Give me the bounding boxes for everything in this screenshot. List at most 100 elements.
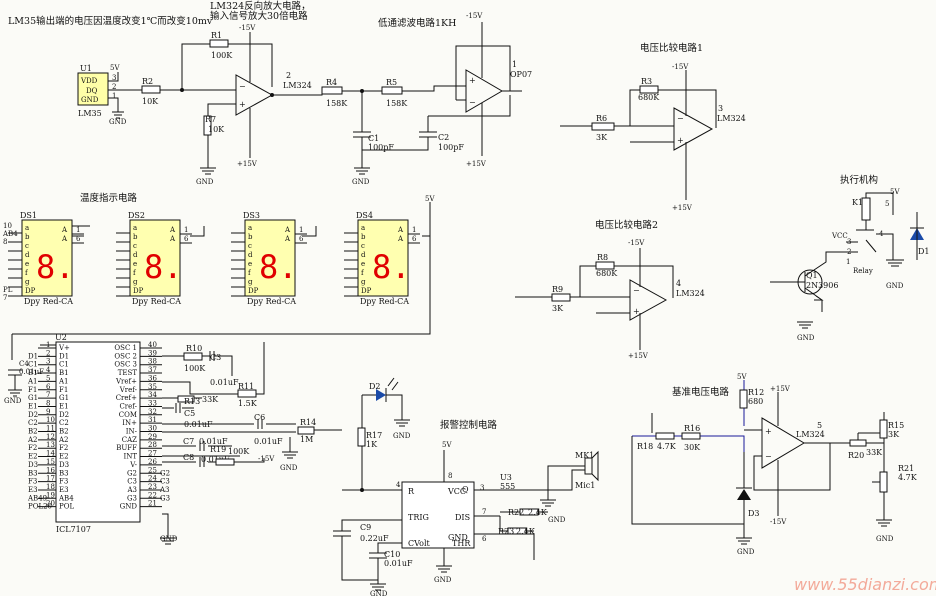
r2-resistor[interactable] — [141, 85, 161, 94]
vref-wires — [162, 342, 265, 395]
r14-resistor[interactable] — [297, 426, 315, 435]
u2-ref: U2 — [55, 333, 67, 342]
mk1-part: Mic1 — [575, 481, 595, 490]
segment-label: g — [361, 278, 366, 286]
r8-value: 680K — [596, 269, 618, 278]
title-lm35: LM35输出端的电压因温度改变1℃而改变10mv — [8, 15, 213, 27]
k1-coil[interactable] — [861, 197, 871, 221]
opamp-cmp2[interactable] — [629, 279, 668, 321]
r7-value: 10K — [208, 125, 225, 134]
r10-ref: R10 — [186, 344, 202, 353]
alarm-gnd: GND — [548, 516, 566, 524]
icl-left-number: 10 — [46, 416, 55, 424]
r15-resistor[interactable] — [879, 419, 888, 439]
opamp-ref[interactable] — [761, 417, 805, 469]
u1-wires — [108, 72, 142, 112]
r7-resistor[interactable] — [203, 115, 212, 136]
k1-pin1: 1 — [846, 258, 850, 266]
d3-gnd-symbol — [736, 537, 752, 545]
r21-gnd-symbol — [876, 519, 892, 527]
segment-label: a — [133, 224, 137, 232]
icl-gnd2: GND — [160, 535, 178, 543]
op07-plus: + — [469, 76, 476, 85]
k1-pin4: 4 — [879, 230, 884, 238]
icl-right-pin: G3 — [127, 494, 137, 502]
r18-resistor[interactable] — [655, 432, 675, 440]
r9-resistor[interactable] — [551, 293, 571, 302]
u3-ref: U3 — [500, 473, 512, 482]
digit-body — [21, 219, 73, 297]
icl-left-net: E2 — [28, 453, 38, 461]
opamp-op07[interactable] — [465, 69, 503, 113]
c6-ref: C6 — [254, 413, 265, 422]
r7-gnd: GND — [196, 178, 214, 186]
r4-resistor[interactable] — [321, 86, 343, 95]
c3-ref: C3 — [210, 353, 221, 362]
c4-capacitor[interactable] — [8, 369, 22, 390]
r17-resistor[interactable] — [357, 427, 366, 447]
cmp1-minus: − — [677, 114, 684, 123]
r17-wires — [342, 395, 402, 491]
r8-resistor[interactable] — [595, 261, 615, 270]
c4-ref: C4 — [19, 360, 29, 368]
c6-value: 0.01uF — [254, 437, 283, 446]
d2-led[interactable] — [376, 389, 386, 401]
icl7107-body[interactable] — [55, 341, 141, 523]
r21-resistor[interactable] — [879, 471, 888, 493]
icl-right-number: 25 — [148, 466, 157, 474]
r10-value: 100K — [184, 364, 206, 373]
icl-left-pin: G1 — [59, 394, 69, 402]
mk1-ref: MK1 — [575, 451, 594, 460]
u1-gnd-symbol — [112, 111, 124, 119]
common-pin: 6 — [76, 235, 81, 243]
icl-left-number: 15 — [46, 458, 55, 466]
icl-left-pin: D2 — [59, 411, 69, 419]
common-label: A — [397, 235, 404, 243]
icl-left-pin: D1 — [59, 352, 69, 360]
opamp-cmp1[interactable] — [673, 107, 714, 151]
r1-resistor[interactable] — [209, 39, 229, 48]
opamp-inverting-amp[interactable] — [235, 74, 274, 116]
sensor-u1[interactable]: U1 VDD DQ GND LM35 3 2 1 — [77, 64, 116, 118]
u3-pin-r: R — [408, 487, 415, 496]
u3-555-timer[interactable] — [401, 481, 475, 549]
relay-vcc: VCC — [831, 232, 848, 240]
r14-ref: R14 — [300, 418, 316, 427]
mk1-cone — [591, 450, 599, 482]
input-wires — [162, 419, 296, 433]
icl-gnd2-symbol — [160, 513, 176, 545]
r3-resistor[interactable] — [639, 85, 659, 94]
refamp-minus: − — [765, 452, 772, 461]
lowpass-gnd-symbol — [354, 150, 370, 175]
r17-ref: R17 — [366, 431, 382, 440]
segment-label: g — [248, 278, 253, 286]
u3-pin-trig: TRIG — [408, 513, 429, 522]
refamp-plus: + — [765, 427, 772, 436]
r16-resistor[interactable] — [681, 432, 701, 440]
icl-left-net: A2 — [27, 436, 38, 444]
r20-resistor[interactable] — [849, 439, 867, 447]
r5-value: 158K — [386, 99, 408, 108]
c4-value: 0.01uF — [19, 368, 44, 376]
icl-left-number: 8 — [46, 399, 50, 407]
c10-wires — [369, 542, 402, 580]
cmp2-minus: − — [633, 286, 640, 295]
u3-gnd-symbol — [436, 548, 452, 573]
r13-resistor[interactable] — [177, 395, 195, 403]
r10-resistor[interactable] — [183, 352, 203, 361]
k1-part: Relay — [853, 267, 873, 275]
r22-resistor[interactable] — [519, 508, 539, 516]
r11-resistor[interactable] — [237, 389, 257, 398]
icl-gnd: GND — [280, 464, 298, 472]
r6-resistor[interactable] — [591, 122, 615, 131]
icl-left-pin: E2 — [59, 453, 69, 461]
d3-zener[interactable] — [737, 489, 751, 500]
refamp-wires — [744, 392, 850, 516]
r5-resistor[interactable] — [381, 86, 403, 95]
r12-resistor[interactable] — [739, 389, 748, 409]
r19-resistor[interactable] — [215, 458, 235, 466]
